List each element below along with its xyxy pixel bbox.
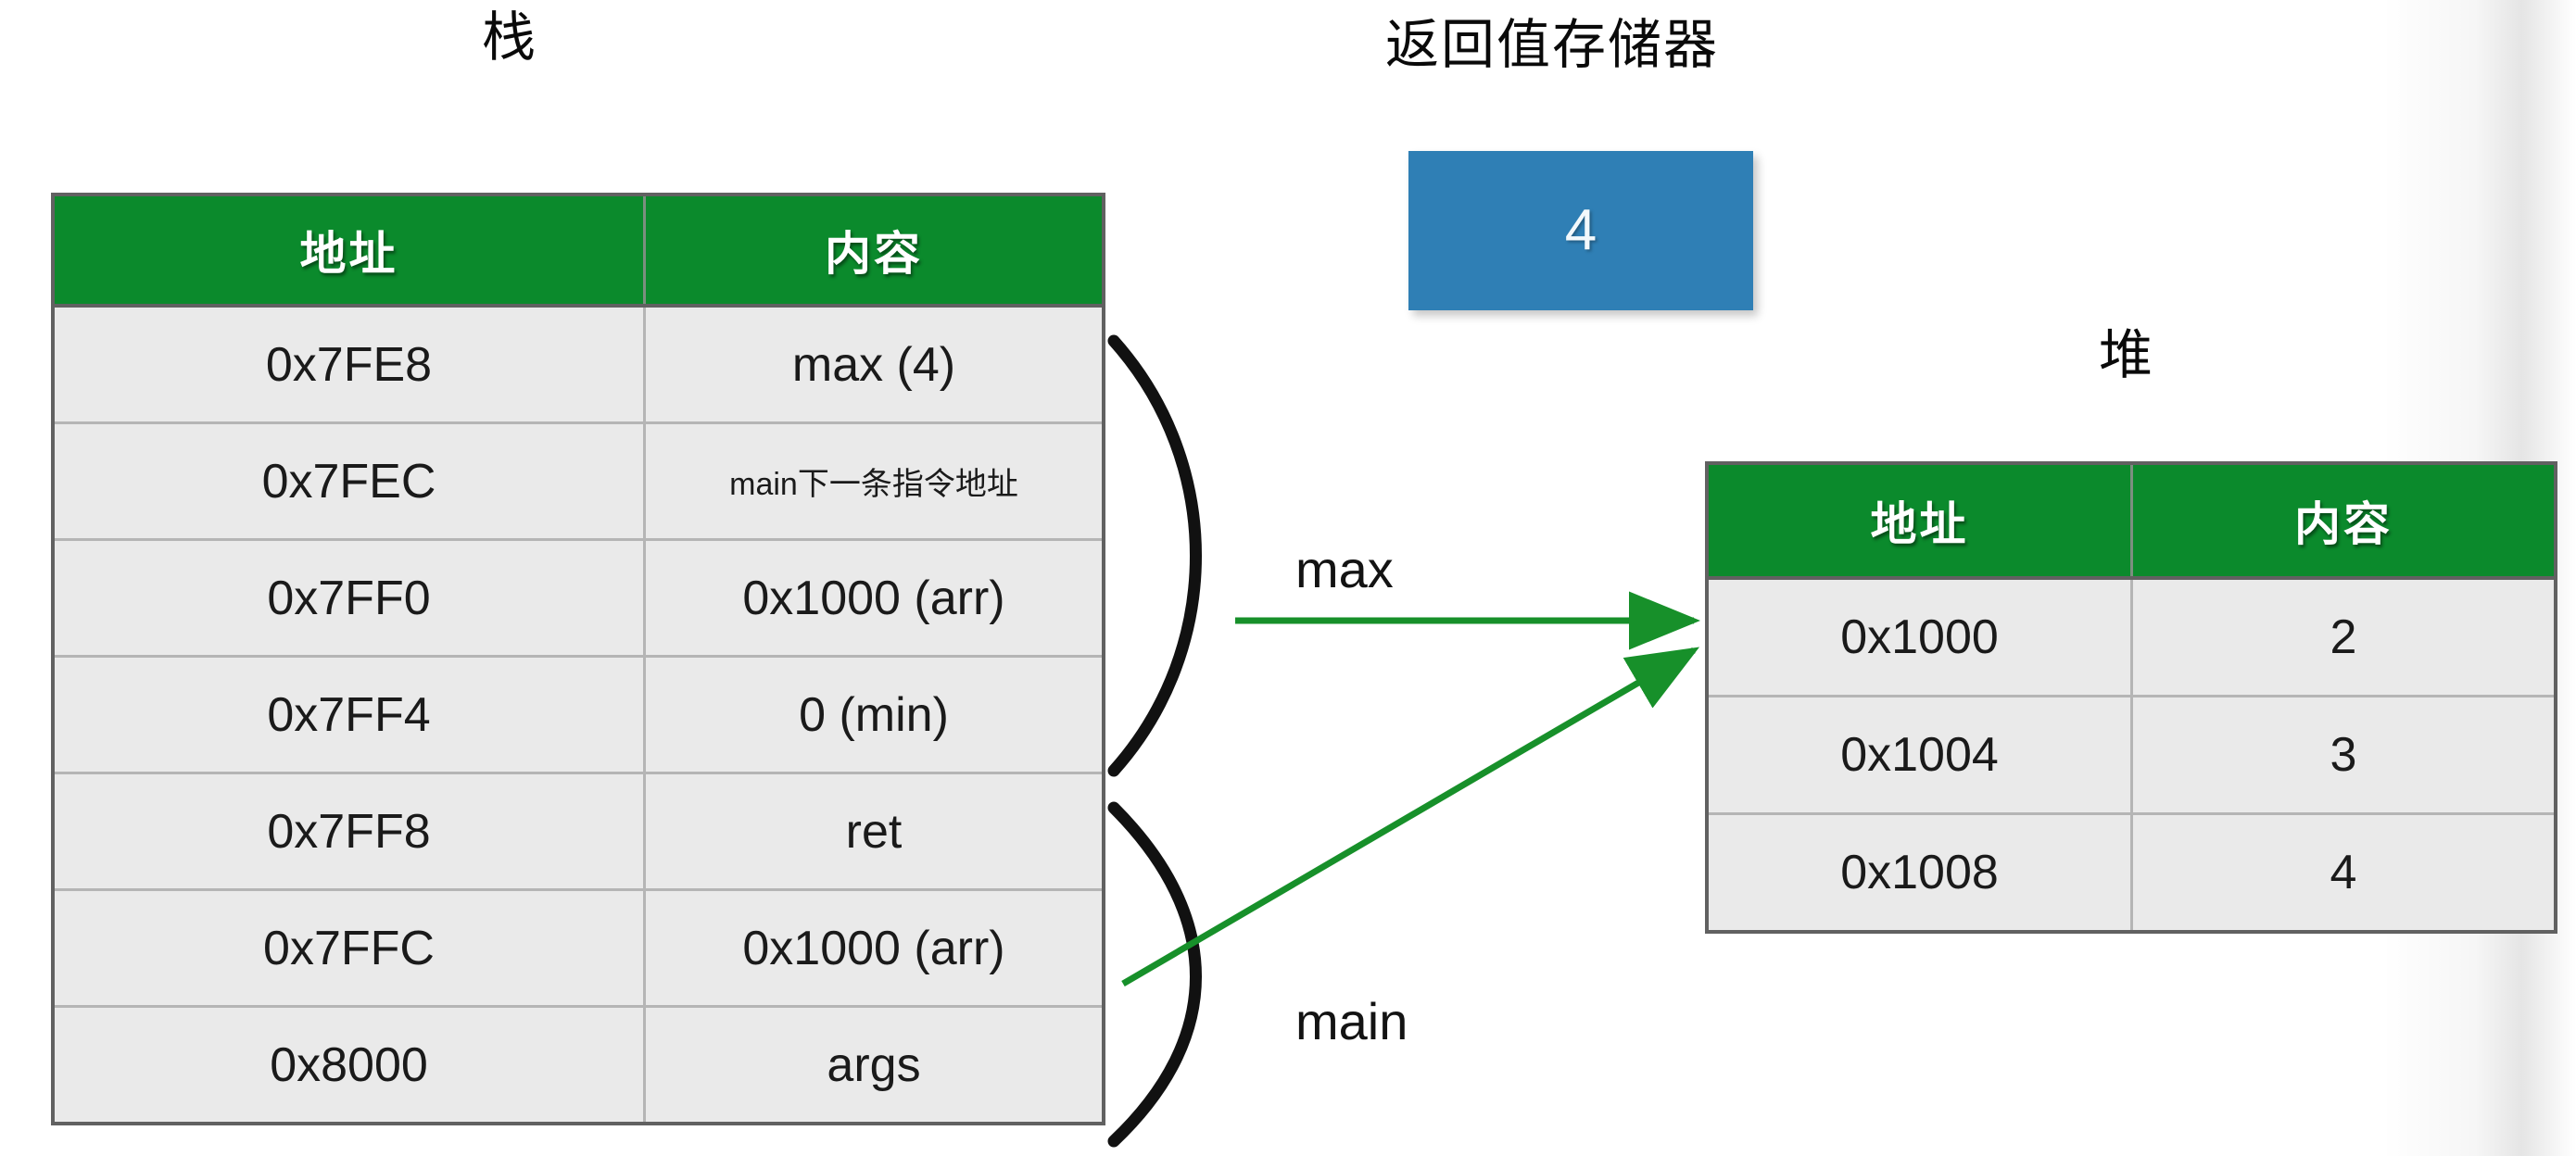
stack-header-address: 地址: [55, 196, 646, 304]
return-value-register-box: 4: [1408, 151, 1753, 310]
heap-header-address: 地址: [1709, 465, 2133, 576]
stack-cell-content: main下一条指令地址: [729, 467, 1018, 502]
heap-title: 堆: [2099, 325, 2155, 385]
heap-cell-address: 0x1000: [1709, 580, 2133, 695]
table-row: 0x7FF0 0x1000 (arr): [55, 538, 1102, 655]
table-row: 0x7FF8 ret: [55, 772, 1102, 888]
heap-cell-content: 4: [2330, 846, 2357, 899]
table-row: 0x1008 4: [1709, 812, 2554, 930]
max-frame-label: max: [1295, 540, 1394, 598]
max-frame-brace: [1107, 334, 1202, 777]
stack-cell-content: max (4): [791, 337, 956, 392]
stack-title: 栈: [482, 7, 538, 68]
table-row: 0x7FEC main下一条指令地址: [55, 421, 1102, 538]
arr-pointer-arrow-main: [1121, 647, 1700, 987]
heap-table: 地址 内容 0x1000 2 0x1004 3 0x1008 4: [1705, 461, 2557, 934]
stack-cell-content: ret: [845, 804, 903, 859]
table-row: 0x1000 2: [1709, 576, 2554, 695]
stack-table: 地址 内容 0x7FE8 max (4) 0x7FEC main下一条指令地址 …: [51, 193, 1105, 1125]
table-row: 0x1004 3: [1709, 695, 2554, 812]
heap-cell-address: 0x1008: [1709, 815, 2133, 930]
stack-cell-address: 0x7FE8: [55, 308, 646, 421]
stack-header-content: 内容: [825, 228, 923, 280]
heap-cell-content: 3: [2330, 728, 2357, 782]
heap-cell-content: 2: [2330, 610, 2357, 664]
stack-cell-content: 0x1000 (arr): [742, 571, 1005, 625]
stack-cell-address: 0x7FF0: [55, 541, 646, 655]
stack-cell-content: 0 (min): [799, 687, 949, 742]
main-frame-label: main: [1295, 992, 1408, 1050]
table-row: 0x7FFC 0x1000 (arr): [55, 888, 1102, 1005]
heap-header-content: 内容: [2294, 498, 2393, 550]
stack-table-header-row: 地址 内容: [55, 196, 1102, 304]
table-row: 0x8000 args: [55, 1005, 1102, 1122]
return-register-title: 返回值存储器: [1385, 15, 1720, 75]
stack-cell-address: 0x7FF4: [55, 658, 646, 772]
stack-cell-address: 0x7FFC: [55, 891, 646, 1005]
stack-cell-address: 0x8000: [55, 1008, 646, 1122]
stack-cell-address: 0x7FF8: [55, 774, 646, 888]
stack-cell-content: 0x1000 (arr): [742, 921, 1005, 975]
table-row: 0x7FF4 0 (min): [55, 655, 1102, 772]
stack-cell-address: 0x7FEC: [55, 424, 646, 538]
main-frame-brace: [1107, 801, 1202, 1148]
table-row: 0x7FE8 max (4): [55, 304, 1102, 421]
stack-cell-content: args: [827, 1037, 921, 1092]
heap-cell-address: 0x1004: [1709, 697, 2133, 812]
return-value: 4: [1564, 198, 1597, 262]
heap-table-header-row: 地址 内容: [1709, 465, 2554, 576]
